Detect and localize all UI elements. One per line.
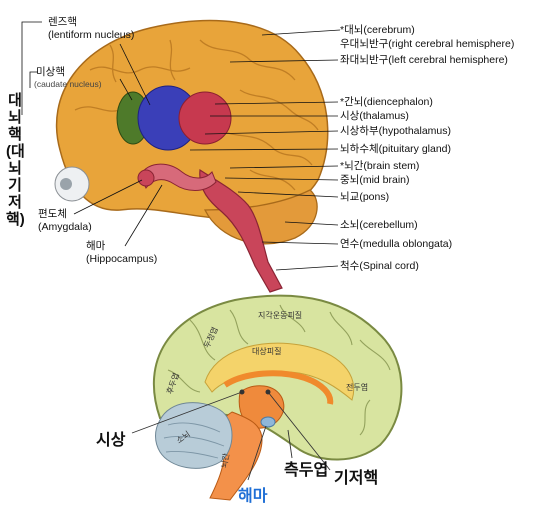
label-hypothalamus: 시상하부(hypothalamus) — [340, 125, 452, 137]
region-frontal: 전두엽 — [346, 383, 369, 392]
brainstem-illustration — [199, 168, 283, 293]
label-spinal-cord: 척수(Spinal cord) — [340, 260, 419, 272]
amygdala-label-ko: 편도체 — [38, 208, 67, 220]
lentiform-label-en: (lentiform nucleus) — [48, 29, 135, 41]
label-midbrain: 중뇌(mid brain) — [340, 174, 410, 186]
hippocampus-illustration — [139, 163, 217, 191]
hippocampus-label-en: (Hippocampus) — [86, 253, 158, 265]
bottom-leader-lines — [131, 391, 331, 481]
label-thalamus: 시상(thalamus) — [340, 110, 409, 122]
amygdala-label-en: (Amygdala) — [38, 221, 92, 233]
caudate-label-en: (caudate nucleus) — [34, 79, 102, 89]
callout-hippocampus: 해마 — [238, 488, 268, 505]
region-motor-cortex: 지각운동피질 — [258, 311, 303, 320]
basal-nuclei-vertical-label: 대뇌핵(대뇌기저핵) — [6, 92, 25, 228]
hippocampus-label-ko: 해마 — [86, 240, 106, 252]
label-cerebellum: 소뇌(cerebellum) — [340, 219, 418, 231]
top-leader-lines — [21, 21, 341, 271]
label-cerebrum: *대뇌(cerebrum) — [340, 24, 415, 36]
label-pituitary: 뇌하수체(pituitary gland) — [340, 143, 452, 155]
amygdala-illustration — [137, 169, 155, 187]
sagittal-hippocampus — [260, 416, 276, 428]
caudate-label-ko: 미상핵 — [36, 66, 65, 78]
label-pons: 뇌교(pons) — [340, 191, 390, 203]
pupil-illustration — [60, 178, 72, 190]
callout-temporal: 측두엽 — [284, 462, 329, 479]
callout-basal: 기저핵 — [334, 470, 379, 487]
label-brainstem: *뇌간(brain stem) — [340, 160, 420, 172]
region-cingulate: 대상피질 — [252, 347, 282, 356]
sagittal-corpus-callosum — [223, 370, 334, 405]
thalamus-illustration — [178, 91, 232, 145]
label-right-hemisphere: 우대뇌반구(right cerebral hemisphere) — [340, 38, 515, 50]
callout-thalamus: 시상 — [96, 432, 126, 449]
label-left-hemisphere: 좌대뇌반구(left cerebral hemisphere) — [340, 54, 508, 66]
lentiform-label-ko: 렌즈핵 — [48, 16, 77, 28]
label-medulla: 연수(medulla oblongata) — [340, 238, 453, 250]
cerebellum-illustration — [203, 189, 318, 245]
label-diencephalon: *간뇌(diencephalon) — [340, 96, 433, 108]
